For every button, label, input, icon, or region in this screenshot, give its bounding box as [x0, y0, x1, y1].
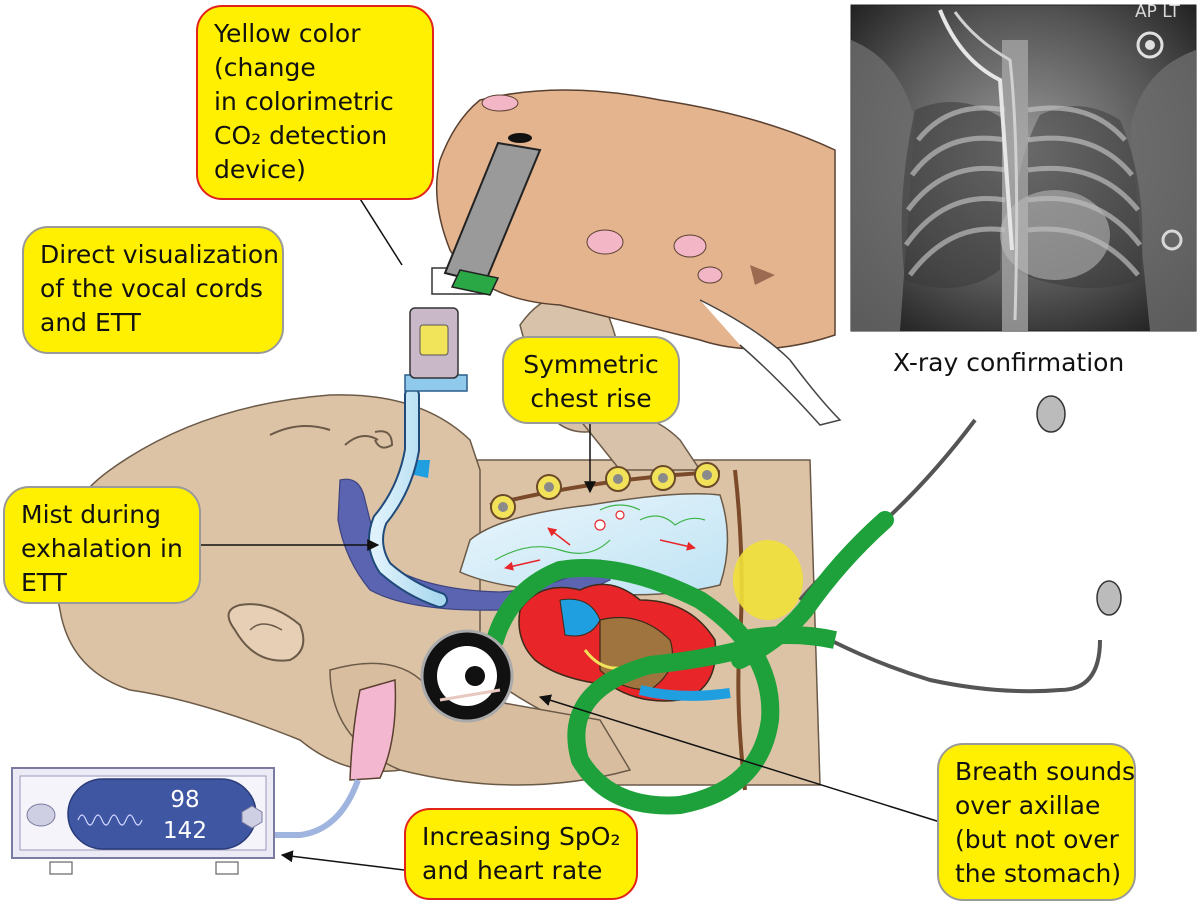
- callout-line: the stomach): [955, 859, 1122, 888]
- callout-line: exhalation in: [21, 534, 183, 563]
- co2-device: [443, 133, 542, 296]
- stethoscope: [420, 395, 1122, 815]
- callout-line: Symmetric: [523, 350, 659, 379]
- xray-marker-label: AP LT: [1135, 2, 1180, 22]
- callout-direct-visualization: Direct visualization of the vocal cords …: [22, 226, 284, 354]
- callout-line: of the vocal cords: [40, 274, 263, 303]
- callout-line: Yellow color: [214, 19, 361, 48]
- pulse-oximeter-probe: [270, 679, 397, 838]
- xray-image: [850, 4, 1197, 332]
- callout-line: and ETT: [40, 308, 141, 337]
- callout-line: Breath sounds: [955, 757, 1136, 786]
- monitor-readout: 98 142: [150, 785, 220, 847]
- callout-line: in colorimetric: [214, 87, 394, 116]
- callout-mist-exhalation: Mist during exhalation in ETT: [3, 486, 201, 604]
- callout-line: and heart rate: [422, 856, 603, 885]
- xray-caption: X-ray confirmation: [893, 348, 1125, 377]
- callout-line: Direct visualization: [40, 240, 279, 269]
- ribs: [489, 462, 747, 791]
- callout-line: (but not over: [955, 825, 1119, 854]
- callout-line: CO₂ detection: [214, 121, 388, 150]
- callout-colorimetric-co2: Yellow color (change in colorimetric CO₂…: [196, 5, 434, 200]
- lung: [459, 493, 729, 596]
- callout-line: chest rise: [530, 384, 652, 413]
- callout-line: device): [214, 155, 306, 184]
- callout-line: (change: [214, 53, 316, 82]
- callout-symmetric-chest-rise: Symmetric chest rise: [502, 336, 680, 424]
- callout-line: over axillae: [955, 791, 1101, 820]
- callout-spo2-heart-rate: Increasing SpO₂ and heart rate: [404, 808, 638, 900]
- monitor: [11, 767, 275, 875]
- callout-line: Increasing SpO₂: [422, 822, 621, 851]
- callout-breath-sounds: Breath sounds over axillae (but not over…: [937, 743, 1136, 901]
- shoulder-highlight: [733, 540, 803, 620]
- callout-line: ETT: [21, 568, 67, 597]
- heart-rate-value: 142: [163, 818, 207, 844]
- spo2-value: 98: [170, 787, 200, 813]
- callout-line: Mist during: [21, 500, 161, 529]
